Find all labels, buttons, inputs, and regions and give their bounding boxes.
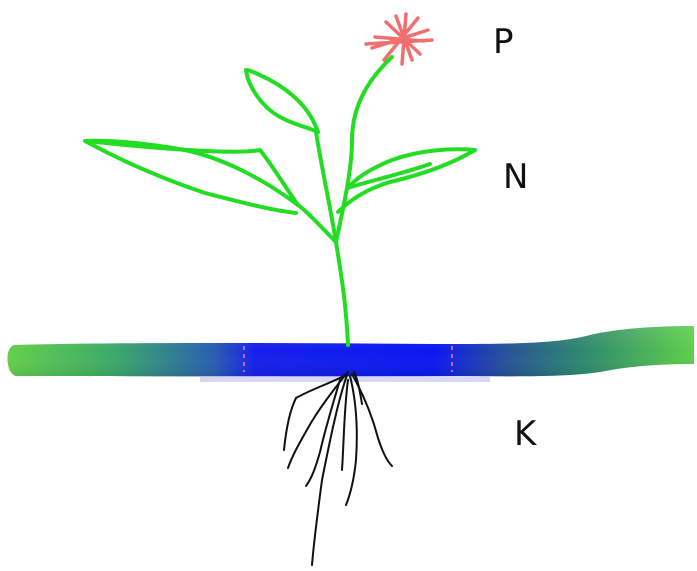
label-flower-zone: P	[493, 25, 514, 59]
flower-icon	[366, 14, 432, 64]
plant-icon	[85, 57, 475, 345]
leaf-right	[338, 149, 475, 212]
roots-icon	[284, 372, 392, 565]
leaf-upper-small	[246, 70, 318, 132]
ground-band	[7, 326, 694, 382]
leaf-left-large-inner	[87, 141, 298, 205]
label-stem-leaf-zone: N	[503, 160, 528, 194]
flower-stalk	[336, 57, 392, 242]
label-root-zone: K	[514, 417, 536, 451]
ground-strip-shading	[7, 326, 694, 376]
leaf-left-large	[85, 141, 336, 242]
